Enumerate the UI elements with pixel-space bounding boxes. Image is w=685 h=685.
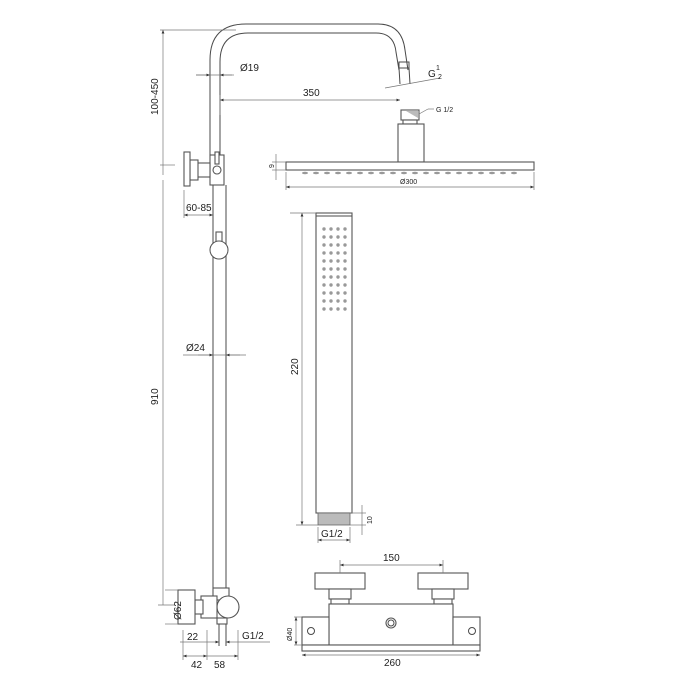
pipe-diameter-label: Ø24 xyxy=(186,343,205,354)
diverter-knob xyxy=(183,151,191,187)
overall-width-label: 260 xyxy=(384,658,401,669)
riser-rail xyxy=(177,23,411,646)
hand-shower-slider xyxy=(209,240,229,260)
mixer-side-handle xyxy=(177,589,196,625)
riser-dimensions: 100-450 910 Ø19 350 G 1 2 60-85 Ø24 Ø62 xyxy=(150,29,442,671)
rain-head-plate xyxy=(285,161,535,171)
hand-shower-length-label: 220 xyxy=(290,358,301,375)
rain-head-connector xyxy=(397,123,425,163)
outlet-thread-label: G xyxy=(428,69,436,80)
rain-head-diameter-label: Ø300 xyxy=(400,179,417,186)
arm-reach-label: 350 xyxy=(303,88,320,99)
svg-text:2: 2 xyxy=(438,74,442,81)
mixer-front: 150 Ø40 260 xyxy=(287,553,481,669)
dim-42-label: 42 xyxy=(191,660,203,671)
hand-shower-body xyxy=(315,212,353,514)
body-diameter-label: Ø40 xyxy=(287,628,294,641)
handle-centers-label: 150 xyxy=(383,553,400,564)
handle-diameter-label: Ø62 xyxy=(173,601,184,620)
total-height-label: 910 xyxy=(150,388,161,405)
hand-shower: 220 10 G1/2 xyxy=(290,212,374,543)
pipe-top-diameter-label: Ø19 xyxy=(240,63,259,74)
diverter-offset-label: 60-85 xyxy=(186,203,212,214)
rain-head-thickness-label: 9 xyxy=(269,164,276,168)
mixer-side-body xyxy=(216,595,240,619)
mixer-left-handle xyxy=(314,572,366,590)
hand-shower-thread xyxy=(317,512,351,526)
rain-head: G 1/2 9 Ø300 xyxy=(269,107,535,190)
mixer-outlet-thread-label: G1/2 xyxy=(242,631,264,642)
mixer-right-handle xyxy=(417,572,469,590)
rain-head-nozzles xyxy=(302,171,517,175)
rain-head-thread-label: G 1/2 xyxy=(436,107,453,114)
overhead-outlet-nozzle xyxy=(398,61,410,69)
thread-length-label: 10 xyxy=(367,516,374,524)
hand-shower-nozzles xyxy=(322,227,347,311)
hand-shower-thread-label: G1/2 xyxy=(321,529,343,540)
overhead-adjust-label: 100-450 xyxy=(150,78,161,115)
svg-text:1: 1 xyxy=(436,65,440,72)
dim-22-label: 22 xyxy=(187,632,199,643)
dim-58-label: 58 xyxy=(214,660,226,671)
